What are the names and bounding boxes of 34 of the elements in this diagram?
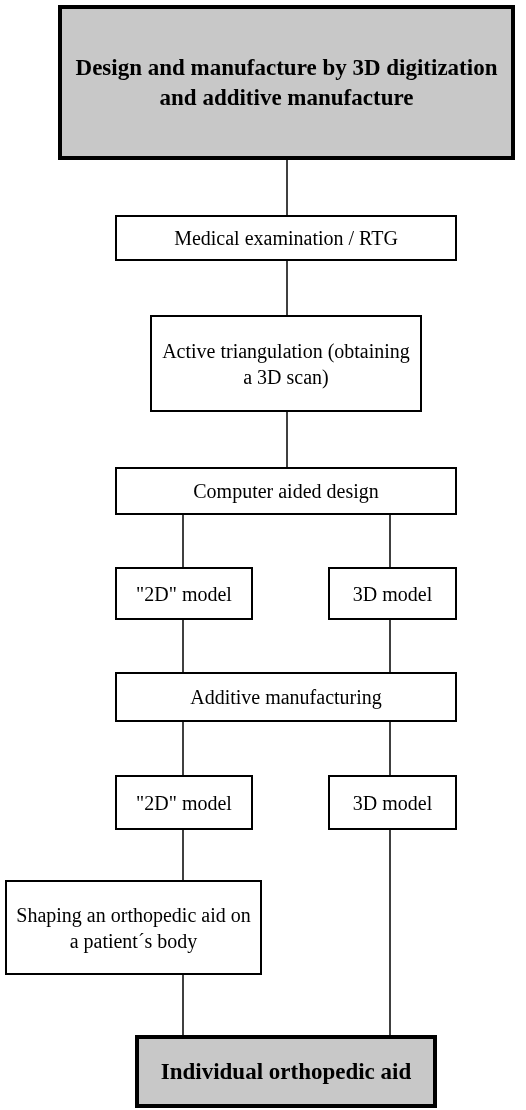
box-text: "2D" model xyxy=(136,581,232,607)
connector-line xyxy=(286,159,288,216)
box-text: "2D" model xyxy=(136,790,232,816)
process-box xyxy=(115,672,457,722)
connector-line xyxy=(389,514,391,568)
connector-line xyxy=(389,829,391,1036)
connector-line xyxy=(286,260,288,316)
box-text: Computer aided design xyxy=(193,479,379,504)
connector-line xyxy=(182,514,184,568)
process-box xyxy=(5,880,262,975)
process-box xyxy=(115,215,457,261)
process-box xyxy=(115,775,253,830)
connector-line xyxy=(286,411,288,468)
connector-line xyxy=(182,721,184,776)
connector-line xyxy=(182,829,184,881)
heading-box xyxy=(135,1035,437,1108)
connector-line xyxy=(389,721,391,776)
box-text: Design and manufacture by 3D digitization and additive manufacture xyxy=(74,53,499,112)
process-box xyxy=(115,567,253,620)
connector-line xyxy=(389,619,391,673)
process-box xyxy=(115,467,457,515)
process-box xyxy=(328,775,457,830)
connector-line xyxy=(182,974,184,1036)
connector-line xyxy=(182,619,184,673)
box-text: Additive manufacturing xyxy=(190,685,382,710)
box-text: Individual orthopedic aid xyxy=(160,1057,412,1086)
process-box xyxy=(150,315,422,412)
box-text: Medical examination / RTG xyxy=(174,226,398,251)
process-box xyxy=(328,567,457,620)
box-text: 3D model xyxy=(352,790,433,816)
box-text: Active triangulation (obtaining a 3D scan) xyxy=(161,338,411,390)
box-text: Shaping an orthopedic aid on a patient´s body xyxy=(15,902,252,954)
heading-box xyxy=(58,5,515,160)
box-text: 3D model xyxy=(352,581,433,607)
